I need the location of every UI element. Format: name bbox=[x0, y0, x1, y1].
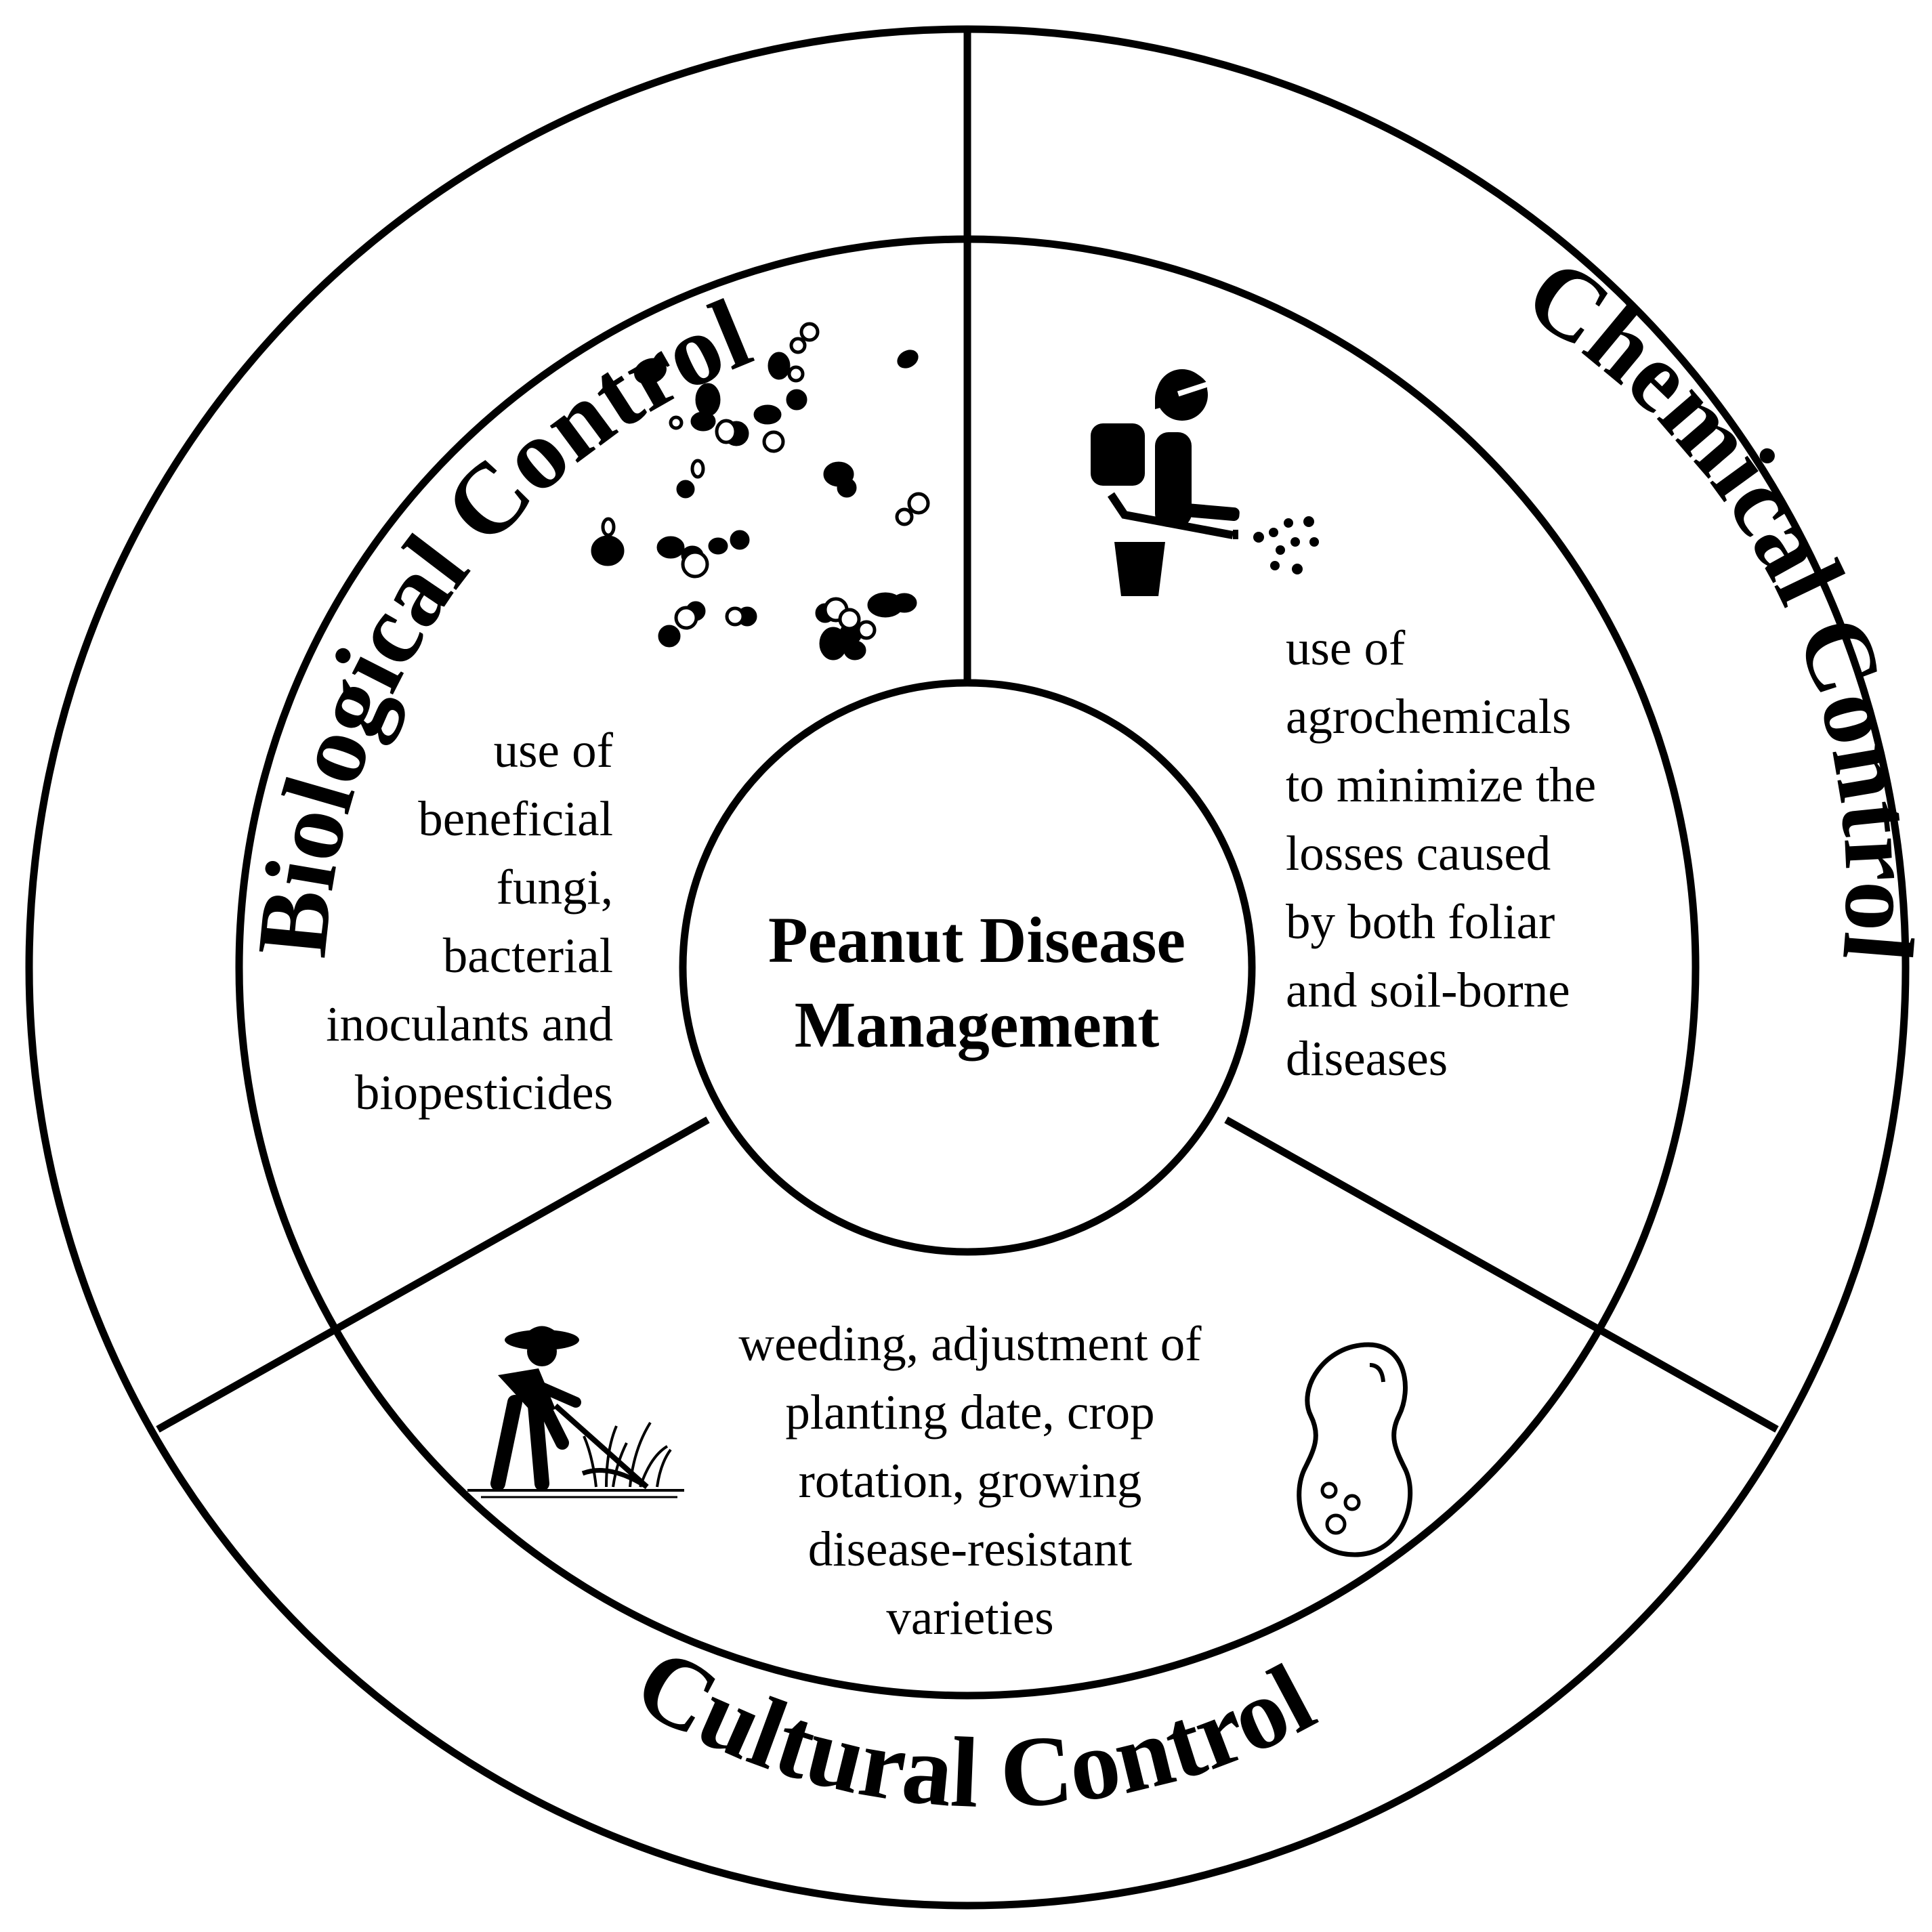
cultural-desc-line: varieties bbox=[886, 1590, 1053, 1645]
cultural-description: weeding, adjustment of planting date, cr… bbox=[738, 1316, 1202, 1645]
sprayer-worker-icon bbox=[1091, 369, 1319, 596]
chemical-desc-line: diseases bbox=[1286, 1031, 1448, 1086]
divider-right bbox=[1224, 1116, 1779, 1433]
chemical-desc-line: agrochemicals bbox=[1286, 689, 1572, 744]
microbes-outline-icon bbox=[601, 322, 930, 640]
farmer-weeding-icon bbox=[467, 1326, 684, 1498]
center-title-line1: Peanut Disease bbox=[768, 904, 1185, 976]
chemical-desc-line: by both foliar bbox=[1286, 894, 1555, 949]
chemical-desc-line: losses caused bbox=[1286, 826, 1551, 881]
center-title-line2: Management bbox=[795, 988, 1160, 1061]
biological-description: use of beneficial fungi, bacterial inocu… bbox=[326, 723, 613, 1120]
biological-desc-line: fungi, bbox=[497, 860, 613, 915]
cultural-desc-line: disease-resistant bbox=[808, 1521, 1132, 1576]
chemical-desc-line: use of bbox=[1286, 621, 1406, 675]
chemical-description: use of agrochemicals to minimize the los… bbox=[1286, 621, 1596, 1086]
biological-desc-line: bacterial bbox=[443, 928, 613, 983]
chemical-control-title: Chemical Control bbox=[1507, 236, 1932, 965]
biological-desc-line: use of bbox=[494, 723, 614, 778]
biological-desc-line: beneficial bbox=[418, 791, 613, 846]
chemical-desc-line: to minimize the bbox=[1286, 757, 1596, 812]
peanut-icon bbox=[1297, 1342, 1413, 1557]
cultural-desc-line: weeding, adjustment of bbox=[738, 1316, 1202, 1371]
chemical-desc-line: and soil-borne bbox=[1286, 963, 1570, 1017]
cultural-control-title: Cultural Control bbox=[618, 1626, 1330, 1830]
divider-left bbox=[156, 1116, 710, 1433]
cultural-desc-line: rotation, growing bbox=[799, 1453, 1142, 1508]
biological-desc-line: inoculants and bbox=[326, 996, 613, 1051]
biological-desc-line: biopesticides bbox=[355, 1065, 613, 1120]
cultural-desc-line: planting date, crop bbox=[785, 1385, 1154, 1440]
